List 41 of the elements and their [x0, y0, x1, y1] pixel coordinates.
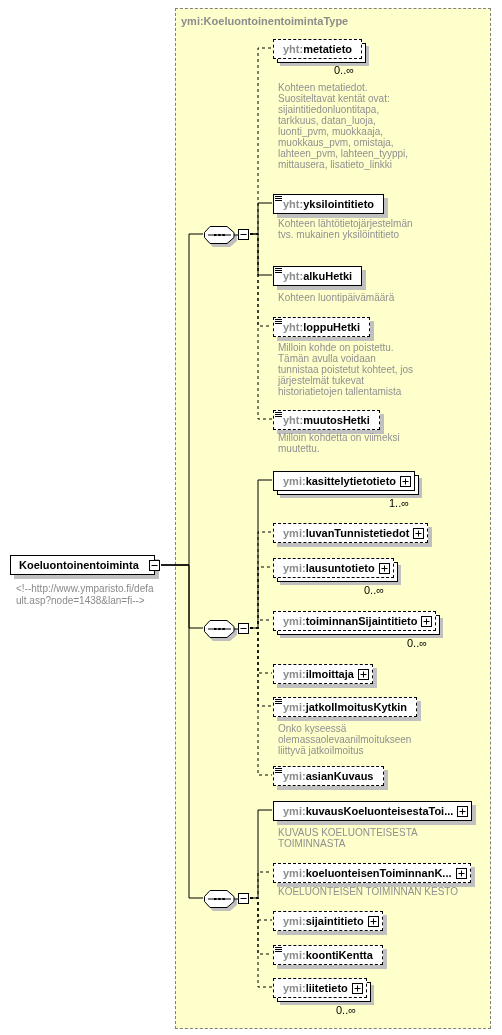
element-name: ymi:ilmoittaja: [283, 666, 354, 682]
annotation-text: Kohteen lähtötietojärjestelmän tvs. mukainen yksilöintitieto: [278, 218, 414, 240]
element-name: ymi:koontiKentta: [283, 947, 373, 963]
connector-line: [249, 897, 273, 988]
annotation-text: Kohteen metatiedot. Suositeltavat kentät ovat: sijaintitiedonluontitapa, tarkkuus, datan_luoja, luonti_pvm, muokkaaja, muokkaus_pvm, omistaja, lahteen_pvm, lahteen_tyyppi, mittausera, lisatieto_linkki: [278, 82, 410, 170]
sequence-symbol: [204, 226, 251, 244]
cardinality-label: 1..∞: [389, 497, 410, 509]
element-name: ymi:kasittelytietotieto: [283, 473, 397, 489]
element-name: yht:loppuHetki: [283, 319, 360, 335]
element-name: ymi:lausuntotieto: [283, 560, 375, 576]
comment-text: <!--http://www.ymparisto.fi/default.asp?node=1438&lan=fi-->: [16, 583, 155, 607]
annotation-text: KUVAUS KOELUONTEISESTA TOIMINNASTA: [278, 827, 419, 849]
cardinality-label: 0..∞: [407, 637, 428, 649]
connector-line: [160, 564, 204, 899]
element-name: ymi:koeluonteisenToiminnanK...: [283, 865, 452, 881]
annotation-text: Kohteen luontipäivämäärä: [278, 292, 396, 303]
sequence-symbol: [204, 620, 251, 638]
cardinality-label: 0..∞: [334, 64, 355, 76]
connector-line: [249, 627, 273, 776]
connector-line: [249, 233, 273, 420]
element-name: Koeluontoinentoiminta: [18, 557, 139, 573]
element-name: ymi:jatkoIlmoitusKytkin: [283, 699, 408, 715]
annotation-text: Milloin kohde on poistettu. Tämän avulla voidaan tunnistaa poistetut kohteet, jos järjestelmät tukevat historiatietojen tallentamista: [278, 342, 415, 397]
annotation-text: Onko kyseessä olemassaolevaanilmoitukseen liittyvä jatkoilmoitus: [278, 723, 413, 756]
annotation-text: Milloin kohdetta on viimeksi muutettu.: [278, 432, 401, 454]
sequence-symbol: [204, 890, 251, 908]
element-name: yht:metatieto: [283, 41, 353, 57]
element-name: ymi:toiminnanSijaintitieto: [283, 613, 418, 629]
annotation-text: KOELUONTEISEN TOIMINNAN KESTO: [278, 886, 460, 897]
element-name: ymi:liitetieto: [283, 980, 348, 996]
element-name: ymi:sijaintitieto: [283, 913, 364, 929]
element-name: ymi:asianKuvaus: [283, 768, 374, 784]
element-name: yht:muutosHetki: [283, 412, 370, 428]
element-name: yht:yksilointitieto: [283, 196, 375, 212]
element-name: yht:alkuHetki: [283, 268, 353, 284]
cardinality-label: 0..∞: [364, 584, 385, 596]
cardinality-label: 0..∞: [336, 1004, 357, 1016]
type-container: [175, 8, 491, 1029]
element-name: ymi:kuvausKoeluonteisestaToi...: [283, 803, 454, 819]
type-name: ymi:KoeluontoinentoimintaType: [181, 14, 349, 29]
element-name: ymi:luvanTunnistetiedot: [283, 525, 410, 541]
